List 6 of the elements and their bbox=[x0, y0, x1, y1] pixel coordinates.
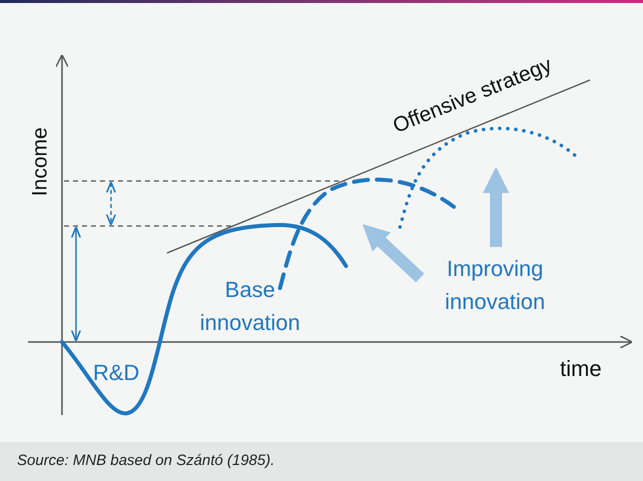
curve-label: Improving innovation bbox=[444, 255, 546, 316]
axis-label: time bbox=[560, 355, 602, 383]
source-caption: Source: MNB based on Szántó (1985). bbox=[17, 451, 275, 472]
curve-label: Base innovation bbox=[198, 276, 302, 337]
axis-label: Income bbox=[28, 127, 53, 196]
phase-label: R&D bbox=[93, 359, 140, 387]
